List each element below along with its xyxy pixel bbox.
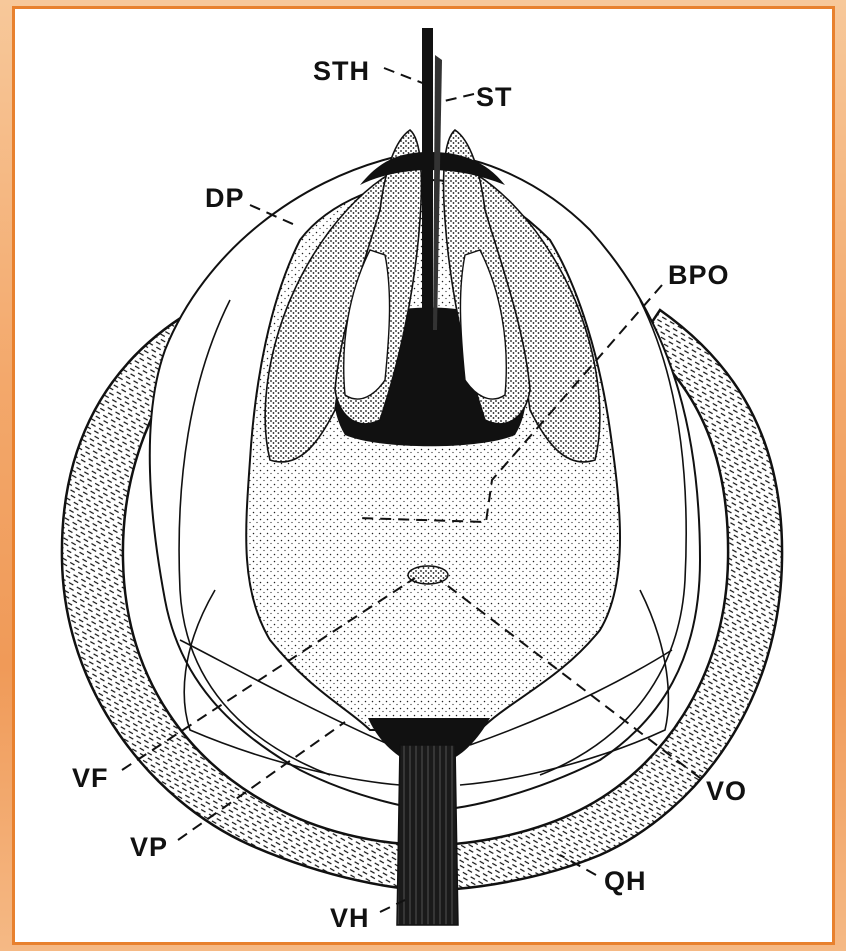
leader-sth	[384, 68, 425, 84]
leader-st	[440, 94, 474, 102]
label-vo: VO	[706, 776, 747, 806]
label-dp: DP	[205, 183, 245, 213]
stalk-sth	[422, 28, 433, 318]
label-vp: VP	[130, 832, 168, 862]
label-vf: VF	[72, 763, 109, 793]
label-st: ST	[476, 82, 513, 112]
label-sth: STH	[313, 56, 370, 86]
label-vh: VH	[330, 903, 370, 933]
label-bpo: BPO	[668, 260, 730, 290]
peduncle-vh	[397, 745, 458, 925]
label-qh: QH	[604, 866, 647, 896]
